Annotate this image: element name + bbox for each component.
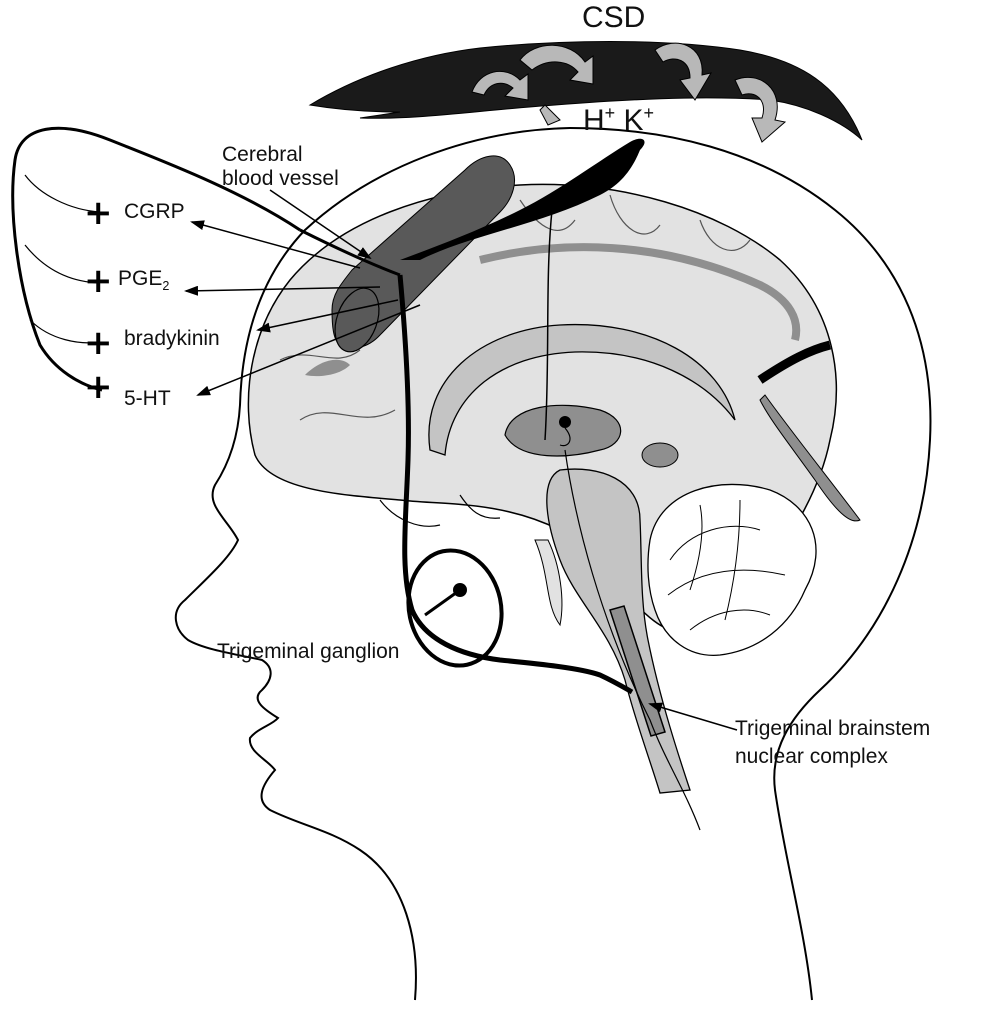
mediator-bradykinin: bradykinin [124,328,220,353]
brainstem-label-line1: Trigeminal brainstem [735,718,930,740]
plus-sign-cgrp: + [84,196,113,230]
csd-label: CSD [582,2,645,34]
brainstem-label-line2: nuclear complex [735,746,888,768]
plus-sign-pge2: + [84,264,113,298]
plus-sign-bradykinin: + [84,326,113,360]
mediator-pge2: PGE2 [118,268,169,293]
trigeminal-ganglion-circle [398,542,512,675]
trigeminal-ganglion-label: Trigeminal ganglion [217,641,400,663]
cerebellum [648,484,816,655]
mediator-5ht: 5-HT [124,388,171,413]
ion-label: H+ K+ [583,104,654,137]
mediator-cgrp: CGRP [124,201,185,226]
plus-sign-5ht: + [84,370,113,404]
thalamus [505,405,621,456]
cerebral-label-line2: blood vessel [222,168,339,190]
cerebral-label-line1: Cerebral [222,144,303,166]
